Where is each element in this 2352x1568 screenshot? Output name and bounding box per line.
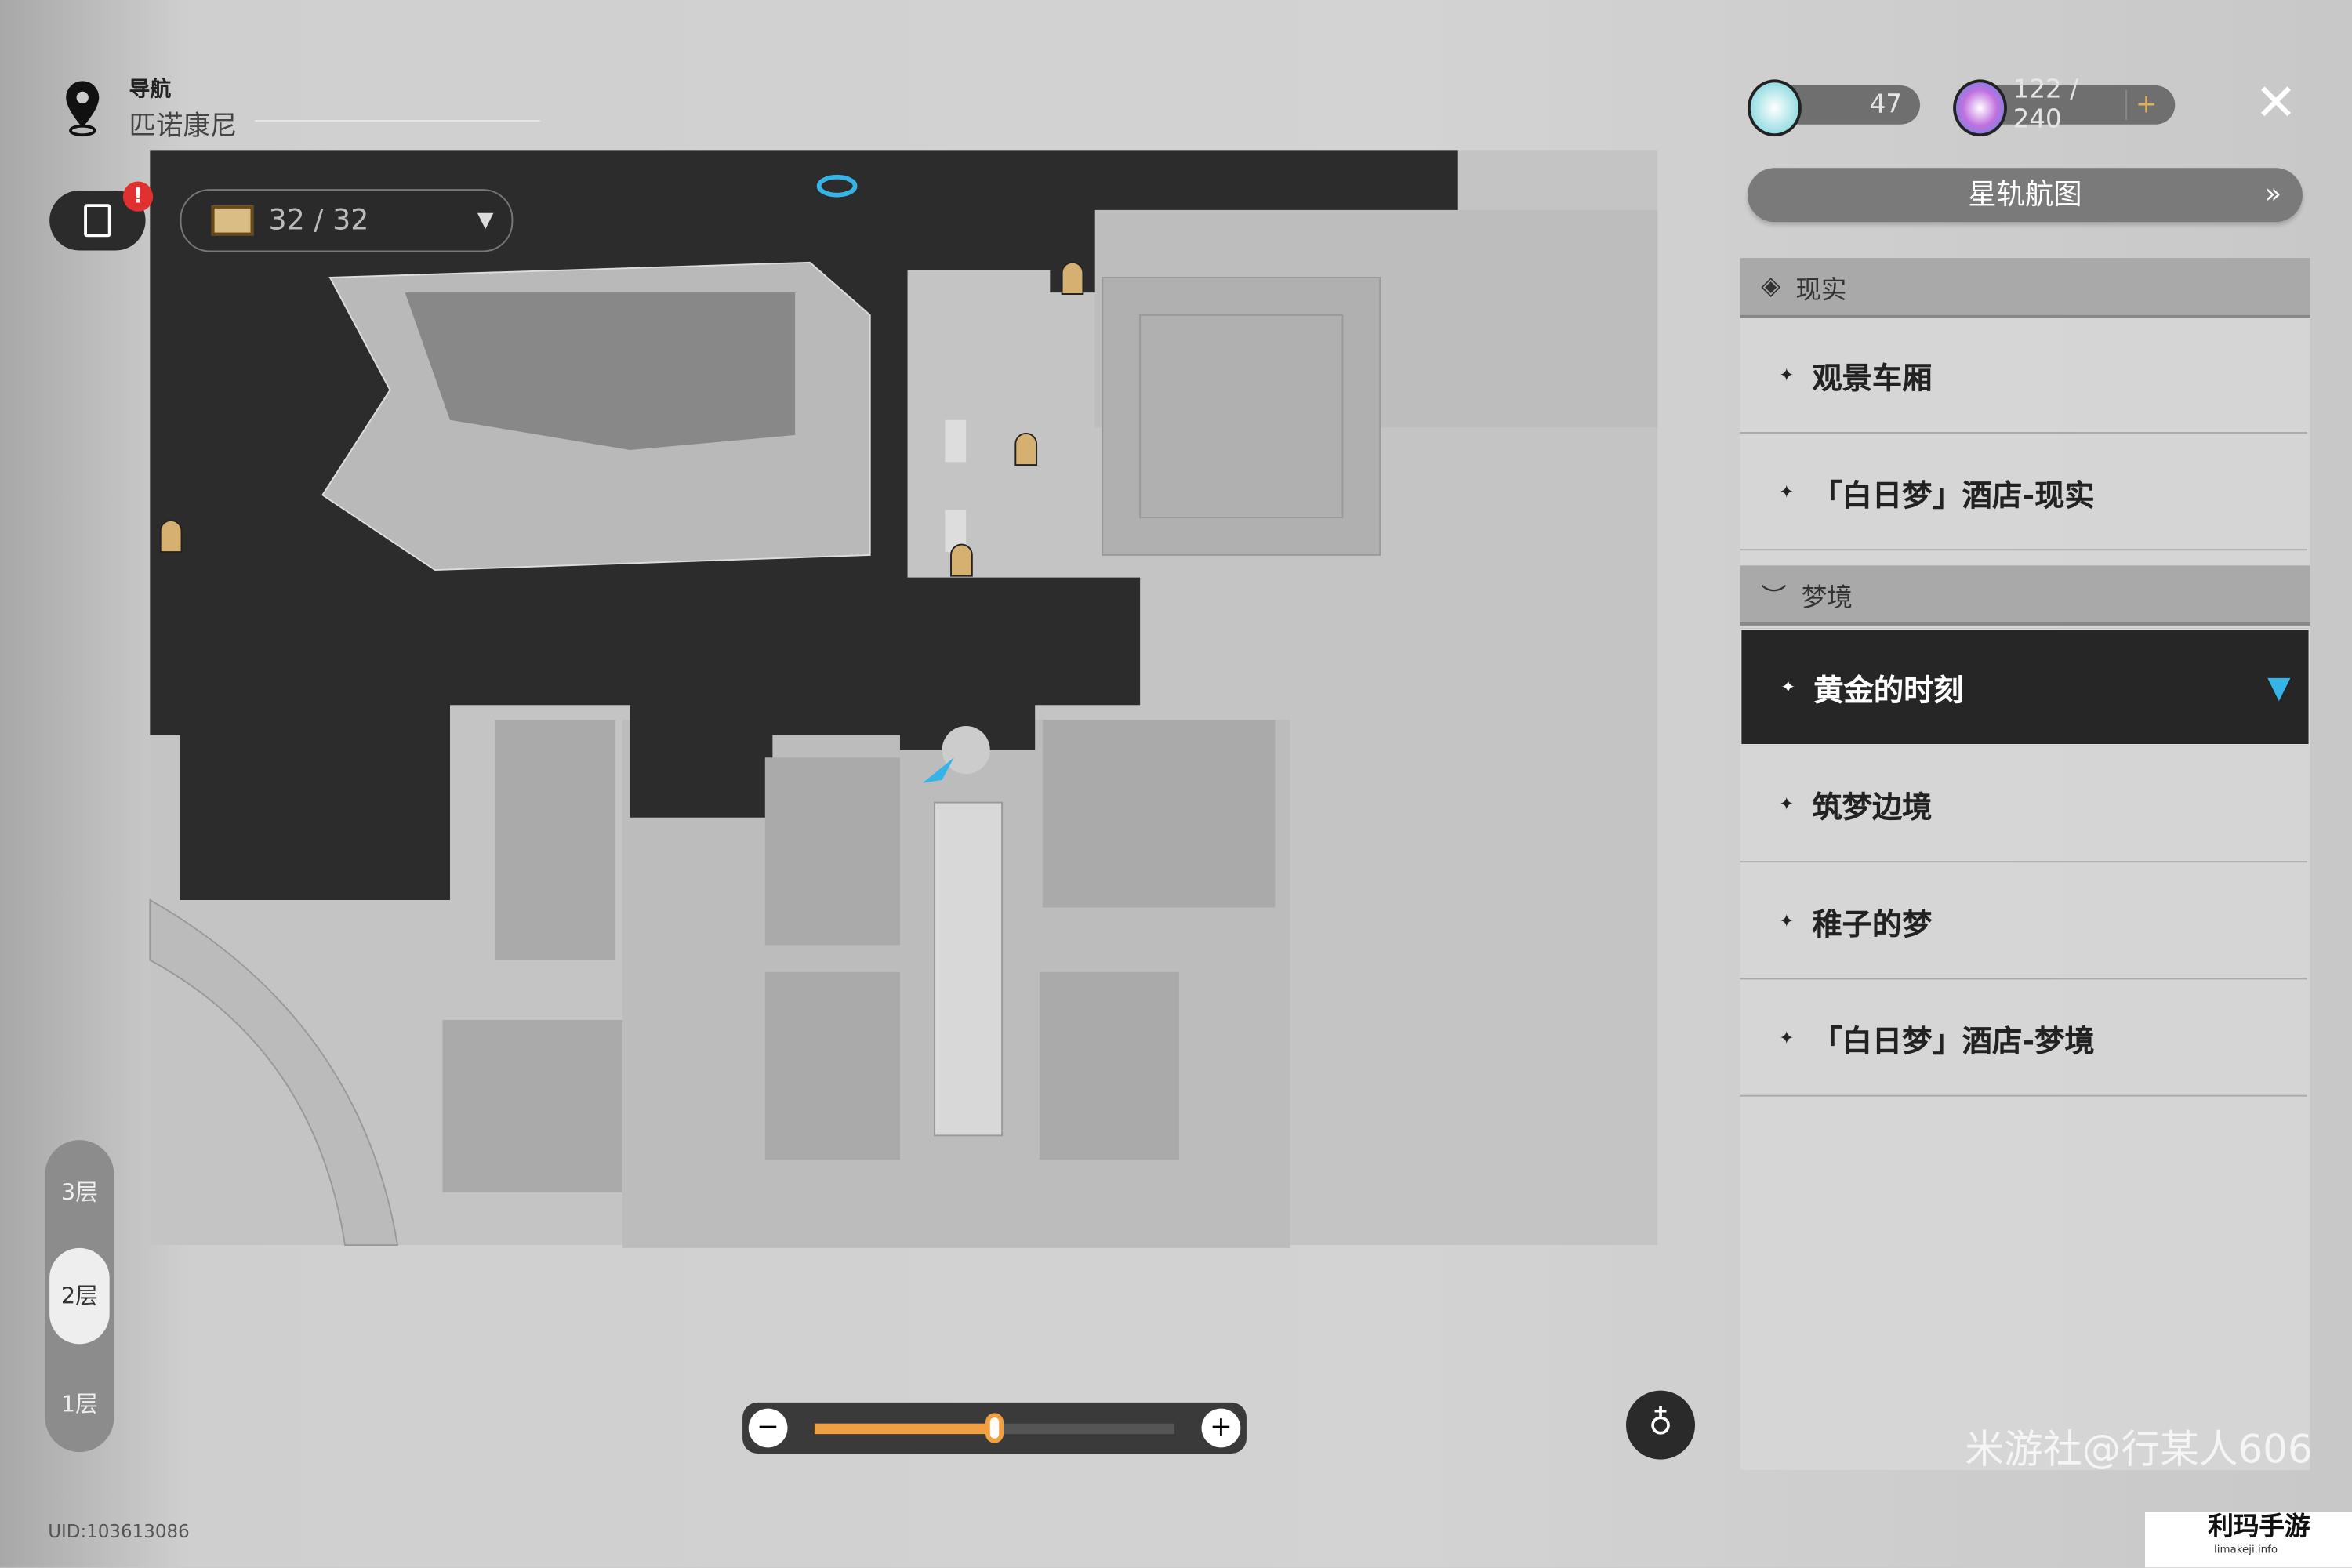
location-pin-icon: [60, 78, 105, 143]
current-location-marker-icon: ▼: [2267, 669, 2291, 706]
map-block: [495, 720, 615, 960]
map-item-selected[interactable]: ✦ 黄金的时刻 ▼: [1740, 628, 2310, 746]
double-chevron-right-icon: »: [2265, 178, 2282, 210]
map-item-label: 筑梦边境: [1812, 788, 1933, 825]
map-block: [442, 1020, 623, 1193]
treasure-chest-icon: [211, 205, 254, 236]
map-item-label: 「白日梦」酒店-现实: [1812, 476, 2095, 513]
floor-2-button[interactable]: 2层: [49, 1247, 110, 1345]
alert-badge: !: [122, 181, 154, 212]
map-item-label: 稚子的梦: [1812, 905, 1933, 942]
planet-view-button[interactable]: ♁: [1626, 1390, 1696, 1460]
sparkle-icon: ✦: [1780, 676, 1796, 698]
chest-counter-dropdown[interactable]: 32 / 32 ▼: [180, 189, 514, 252]
fuel-value: 47: [1869, 89, 1903, 121]
nav-title: 导航: [129, 78, 172, 103]
map-canvas[interactable]: [0, 0, 1740, 1500]
close-button[interactable]: ✕: [2255, 78, 2298, 129]
watermark-text: 米游社@行某人606: [1965, 1428, 2313, 1473]
teleport-anchor-icon[interactable]: [816, 174, 858, 198]
map-item[interactable]: ✦ 「白日梦」酒店-现实: [1740, 435, 2307, 551]
star-rail-map-button[interactable]: 星轨航图 »: [1747, 168, 2303, 223]
map-fountain: [942, 726, 990, 775]
sparkle-icon: ✦: [1779, 481, 1795, 503]
map-road: [149, 898, 399, 1246]
zoom-in-button[interactable]: +: [1201, 1408, 1241, 1448]
section-dreamscape[interactable]: ︶ 梦境: [1740, 565, 2310, 626]
floor-1-button[interactable]: 1层: [60, 1390, 98, 1418]
map-building: [405, 292, 796, 450]
clipboard-icon: [84, 204, 111, 238]
map-item[interactable]: ✦ 稚子的梦: [1740, 864, 2307, 980]
sparkle-icon: ✦: [1779, 793, 1795, 815]
fuel-icon: [1747, 79, 1802, 137]
sparkle-icon: ✦: [1779, 910, 1795, 932]
map-block: [1139, 314, 1344, 519]
zoom-slider-thumb[interactable]: [985, 1413, 1004, 1443]
map-item-label: 观景车厢: [1812, 359, 1933, 396]
map-walkway: [934, 801, 1004, 1137]
chevron-down-icon: ▼: [477, 208, 494, 233]
zoom-control: − +: [742, 1402, 1247, 1454]
location-name: 匹诺康尼: [129, 111, 238, 143]
eye-icon: ◈: [1761, 271, 1781, 302]
section-reality[interactable]: ◈ 现实: [1740, 258, 2310, 318]
map-block: [764, 971, 900, 1160]
divider: [255, 120, 540, 122]
bell-icon[interactable]: [950, 543, 973, 577]
section-label: 现实: [1795, 275, 1847, 306]
star-rail-map-label: 星轨航图: [1968, 178, 2082, 212]
map-block: [1042, 720, 1276, 908]
map-item-label: 「白日梦」酒店-梦境: [1812, 1022, 2095, 1058]
map-item[interactable]: ✦ 「白日梦」酒店-梦境: [1740, 981, 2307, 1097]
map-item-label: 黄金的时刻: [1813, 671, 1964, 708]
map-item[interactable]: ✦ 筑梦边境: [1740, 747, 2307, 863]
zoom-out-button[interactable]: −: [748, 1408, 788, 1448]
planet-icon: ♁: [1648, 1405, 1673, 1443]
bell-icon[interactable]: [159, 519, 183, 554]
closed-eye-icon: ︶: [1761, 583, 1787, 613]
trailblaze-power-counter: 122 / 240 +: [1976, 75, 2176, 135]
map-block: [1102, 277, 1381, 556]
bell-icon[interactable]: [1061, 261, 1084, 295]
sparkle-icon: ✦: [1779, 364, 1795, 386]
trailblaze-power-icon: [1953, 79, 2007, 137]
sparkle-icon: ✦: [1779, 1027, 1795, 1049]
chest-count: 32 / 32: [268, 204, 369, 238]
zoom-slider-fill: [814, 1423, 995, 1435]
trailblaze-power-value: 122 / 240: [2013, 74, 2079, 136]
bell-markers[interactable]: [159, 261, 1084, 577]
floor-3-button[interactable]: 3层: [60, 1178, 98, 1207]
logo-subtext: limakeji.info: [2214, 1543, 2278, 1556]
map-list-panel: ◈现实 ✦观景车厢 ✦「白日梦」酒店-现实 ︶梦境 ✦黄金的时刻▼ ✦筑梦边境 …: [1740, 258, 2310, 1471]
add-power-button[interactable]: +: [2125, 89, 2157, 121]
uid-label: UID:103613086: [48, 1521, 190, 1542]
watermark-logo: 利玛手游 limakeji.info: [2145, 1512, 2352, 1568]
close-icon: ✕: [2254, 73, 2298, 134]
logo-text: 利玛手游: [2208, 1512, 2310, 1542]
floor-selector: 3层 2层 1层: [45, 1140, 114, 1453]
section-label: 梦境: [1801, 583, 1853, 613]
map-block: [764, 757, 900, 946]
map-block: [1039, 971, 1179, 1160]
bell-icon[interactable]: [1014, 432, 1038, 466]
map-pillar: [945, 419, 967, 463]
map-item[interactable]: ✦ 观景车厢: [1740, 318, 2307, 434]
